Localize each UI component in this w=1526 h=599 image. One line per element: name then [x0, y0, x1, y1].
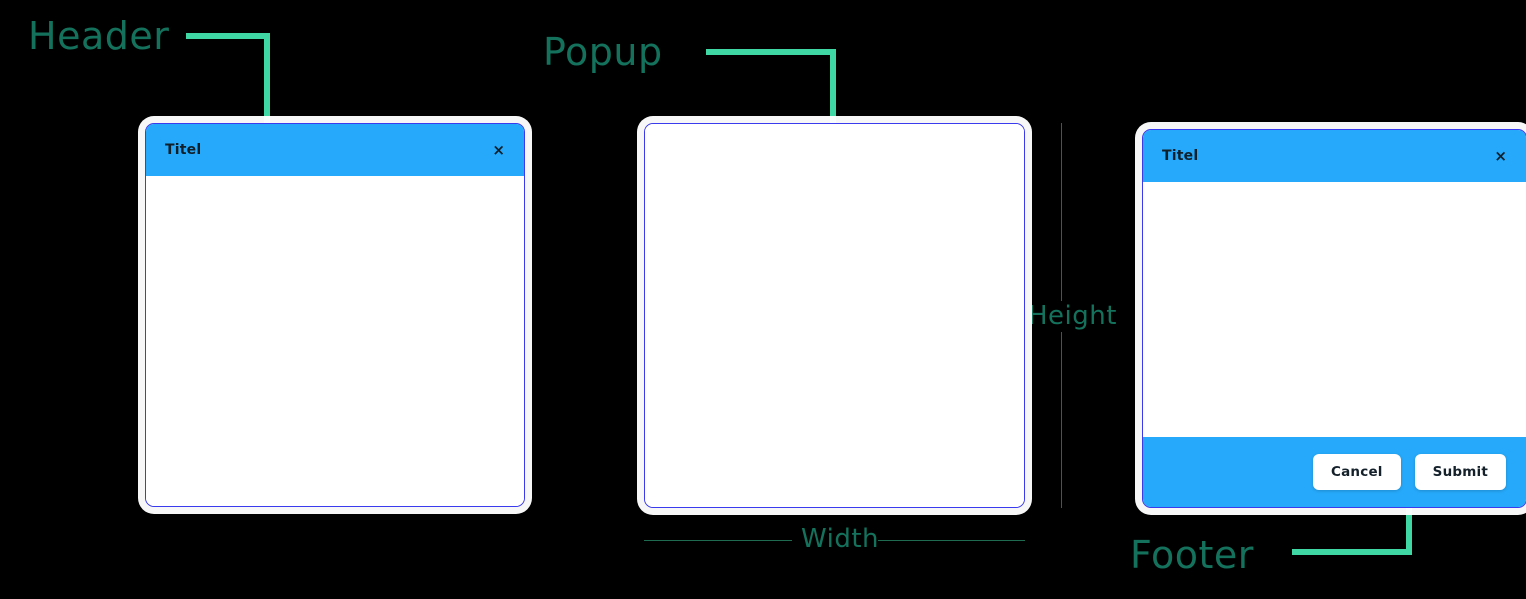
- cancel-button[interactable]: Cancel: [1313, 454, 1401, 490]
- header-demo-dialog: Titel ×: [145, 123, 525, 507]
- connector-header-vertical: [264, 33, 270, 148]
- footer-demo-dialog: Titel × Cancel Submit: [1142, 129, 1526, 508]
- dialog-title: Titel: [1162, 148, 1199, 164]
- submit-button[interactable]: Submit: [1414, 454, 1506, 490]
- annotation-label-height: Height: [1028, 301, 1117, 331]
- measure-line-width-left: [644, 540, 792, 541]
- dialog-header: Titel ×: [1143, 130, 1526, 182]
- annotation-label-footer: Footer: [1130, 533, 1254, 577]
- dialog-body: [146, 176, 524, 506]
- annotation-label-width: Width: [801, 524, 880, 554]
- annotation-label-header: Header: [28, 14, 170, 58]
- close-icon[interactable]: ×: [1494, 146, 1507, 165]
- connector-footer-horizontal: [1292, 549, 1412, 555]
- measure-line-height-bottom: [1061, 332, 1062, 508]
- measure-line-height-top: [1061, 123, 1062, 301]
- dialog-title: Titel: [165, 142, 202, 158]
- close-icon[interactable]: ×: [492, 140, 505, 159]
- dialog-header: Titel ×: [146, 124, 524, 176]
- connector-footer-vertical: [1406, 505, 1412, 551]
- dialog-footer: Cancel Submit: [1143, 437, 1526, 507]
- dialog-body: [1143, 182, 1526, 437]
- dialog-body: [645, 124, 1024, 507]
- connector-popup-vertical: [830, 49, 836, 125]
- popup-demo-dialog: [644, 123, 1025, 508]
- connector-header-horizontal: [186, 33, 270, 39]
- measure-line-width-right: [878, 540, 1025, 541]
- annotation-label-popup: Popup: [543, 30, 663, 74]
- connector-popup-horizontal: [706, 49, 836, 55]
